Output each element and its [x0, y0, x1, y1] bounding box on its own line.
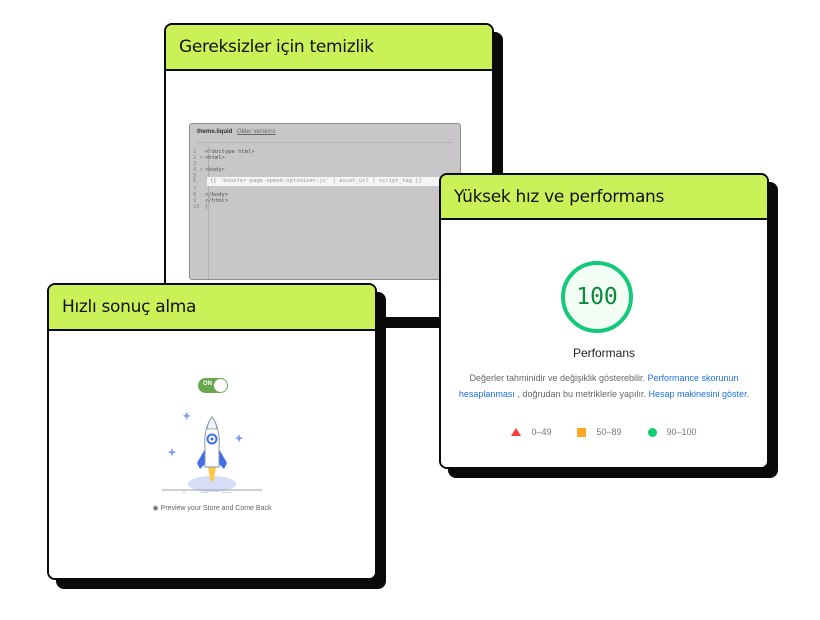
code-line: 10|: [193, 204, 209, 210]
code-editor[interactable]: theme.liquid Older versions 1<!doctype h…: [189, 123, 461, 280]
speed-card: Yüksek hız ve performans 100 Performans …: [439, 173, 769, 469]
score-calculation-link[interactable]: Performance skorunun hesaplanması: [458, 373, 739, 399]
circle-icon: [647, 427, 657, 437]
performance-score-gauge: 100: [561, 261, 633, 333]
rocket-illustration: [162, 411, 262, 493]
code-line: 7: [193, 186, 197, 192]
toggle-knob: [214, 379, 227, 392]
legend-item-pass: 90–100: [647, 427, 697, 437]
speed-card-title: Yüksek hız ve performans: [441, 175, 767, 220]
triangle-icon: [511, 428, 522, 436]
performance-score-label: Performans: [572, 346, 636, 360]
fast-results-card-title: Hızlı sonuç alma: [49, 285, 375, 331]
score-description: Değerler tahminidir ve değişiklik göster…: [458, 373, 750, 399]
editor-tab: theme.liquid Older versions: [190, 124, 460, 139]
eye-icon: ◉: [152, 505, 159, 512]
optimization-toggle[interactable]: ON: [198, 378, 228, 393]
legend-item-average: 50–89: [577, 427, 622, 437]
speed-card-body: 100 Performans Değerler tahminidir ve de…: [441, 220, 767, 467]
editor-divider: [197, 142, 453, 143]
score-legend: 0–49 50–89 90–100: [441, 427, 767, 437]
code-line: 5: [193, 173, 197, 179]
editor-gutter: [190, 146, 209, 279]
legend-item-fail: 0–49: [511, 427, 551, 437]
code-line: 3: [193, 161, 197, 167]
file-name: theme.liquid: [197, 129, 233, 135]
fast-results-card: Hızlı sonuç alma ON: [47, 283, 377, 580]
code-line: 4 ▾<body>: [193, 167, 225, 173]
cleanup-card-body: theme.liquid Older versions 1<!doctype h…: [166, 71, 492, 317]
code-line-highlighted: {{ 'booster-page-speed-optimizer.js' | a…: [207, 177, 460, 186]
toggle-label: ON: [203, 381, 212, 387]
older-versions-link[interactable]: Older versions: [237, 129, 276, 135]
code-line: 8</body>: [193, 192, 229, 198]
square-icon: [577, 427, 587, 437]
cleanup-card: Gereksizler için temizlik theme.liquid O…: [164, 23, 494, 319]
code-line: 9</html>: [193, 198, 229, 204]
code-line-number: 6: [193, 178, 197, 184]
preview-store-link[interactable]: ◉ Preview your Store and Come Back: [152, 505, 272, 512]
show-calculator-link[interactable]: Hesap makinesini göster: [648, 388, 747, 399]
code-line: 1<!doctype html>: [193, 149, 255, 155]
code-line: 2 ▾<html>: [193, 155, 225, 161]
fast-results-card-body: ON ◉ Preview y: [49, 331, 375, 578]
cleanup-card-title: Gereksizler için temizlik: [166, 25, 492, 71]
